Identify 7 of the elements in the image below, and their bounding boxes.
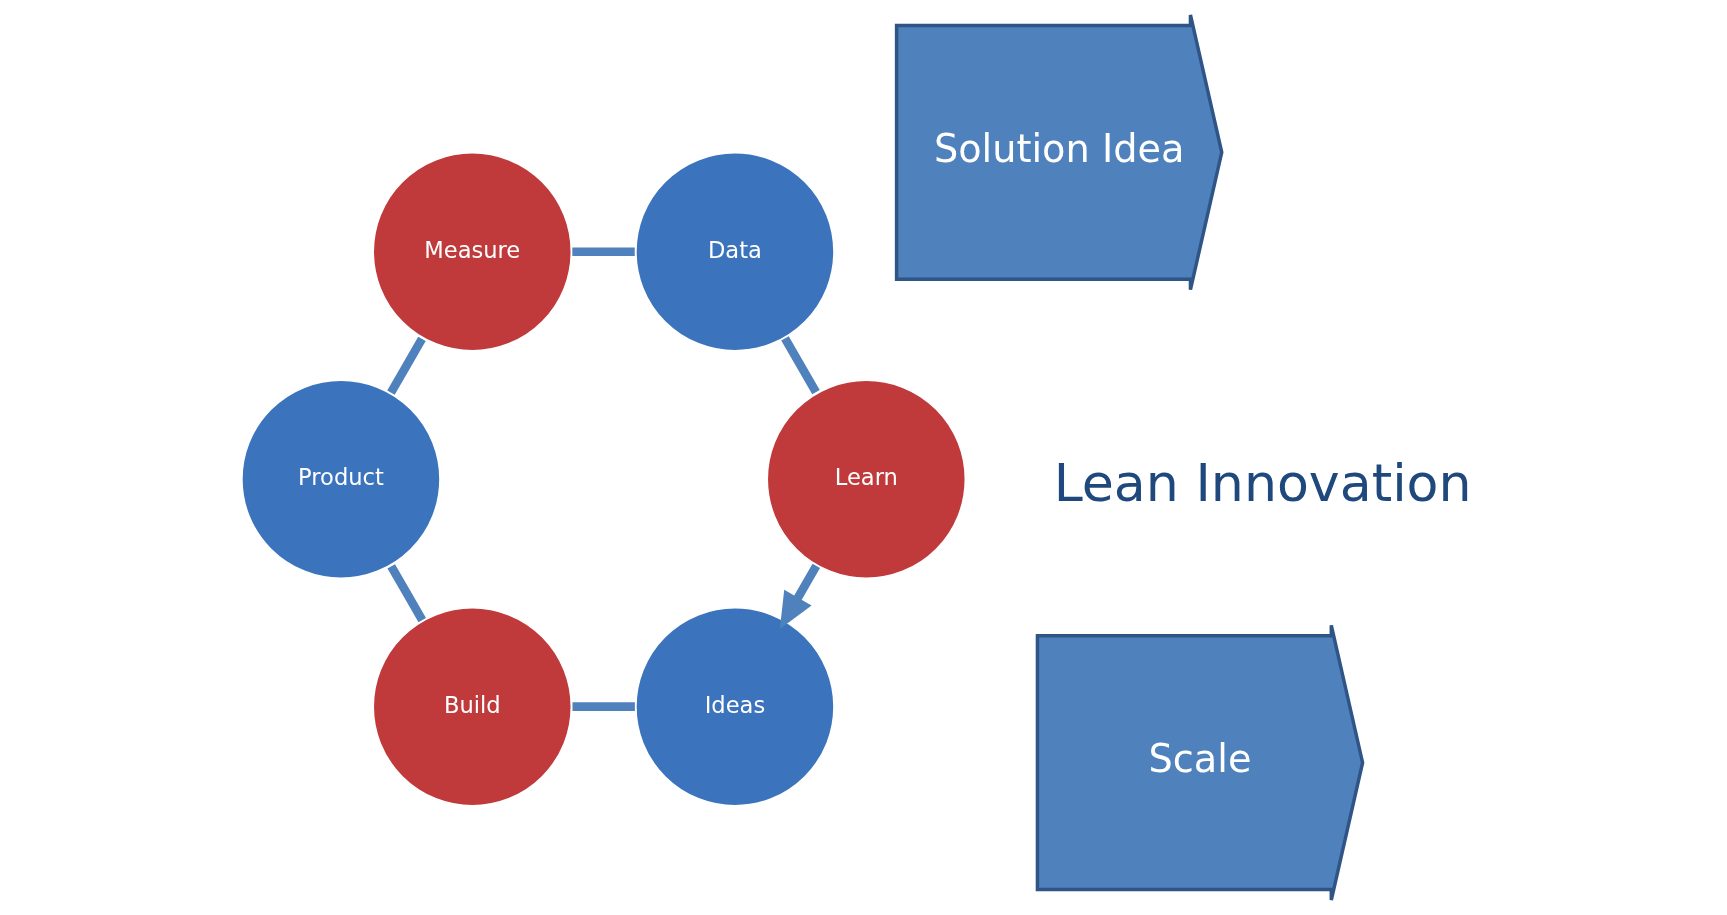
connector [387, 564, 426, 623]
connector [387, 336, 426, 395]
connector [781, 336, 820, 395]
label: Lean Innovation [1053, 452, 1472, 513]
arrow [779, 563, 821, 629]
connector [572, 702, 635, 712]
connector [572, 247, 635, 257]
